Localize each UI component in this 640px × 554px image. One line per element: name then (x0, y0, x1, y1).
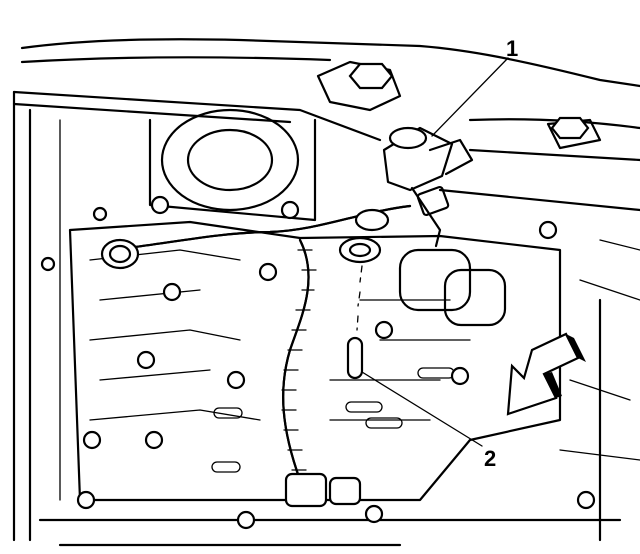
direction-arrow-icon (506, 332, 586, 416)
bracket-bolts (316, 60, 602, 150)
seal-and-pin (338, 208, 390, 380)
solenoid-connector (382, 126, 474, 248)
callout-2-label: 2 (484, 446, 496, 471)
valve-body-bolts (40, 195, 596, 530)
servo-bore (148, 108, 317, 222)
valve-body (68, 220, 562, 502)
leader-lines (361, 57, 509, 447)
transmission-case (12, 38, 640, 547)
callout-1-label: 1 (506, 36, 518, 61)
